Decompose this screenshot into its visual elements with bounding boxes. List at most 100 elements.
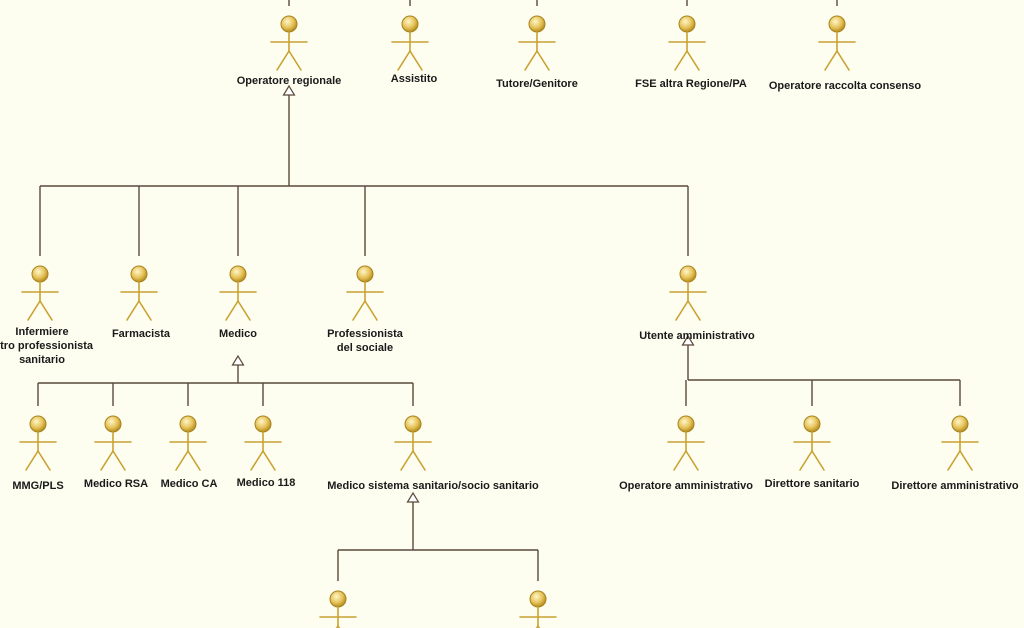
- actor-label: Operatore regionale: [237, 75, 342, 87]
- actor-label: Operatore raccolta consenso: [769, 80, 922, 92]
- actor-actor-bottom-left[interactable]: [319, 590, 357, 628]
- actor-leg-left: [397, 50, 411, 71]
- actor-operatore-amministrativo[interactable]: Operatore amministrativo: [619, 415, 753, 492]
- generalization-arrow-icon: [681, 334, 695, 346]
- actor-head: [229, 265, 247, 283]
- actor-assistito[interactable]: Assistito: [391, 15, 438, 85]
- actor-head: [401, 15, 419, 33]
- actor-label: Operatore amministrativo: [619, 480, 753, 492]
- actor-head: [404, 415, 422, 433]
- actor-label: Medico RSA: [84, 478, 148, 490]
- actor-leg-right: [811, 450, 825, 471]
- actor-leg-right: [39, 300, 53, 321]
- actor-medico-rsa[interactable]: Medico RSA: [84, 415, 148, 490]
- actor-direttore-sanitario[interactable]: Direttore sanitario: [765, 415, 860, 490]
- actor-medico-ca[interactable]: Medico CA: [161, 415, 218, 490]
- actor-leg-right: [536, 50, 550, 71]
- actor-label: sanitario: [19, 354, 65, 366]
- actor-icon: [518, 15, 556, 71]
- actor-leg-right: [409, 50, 423, 71]
- actor-icon: [394, 415, 432, 471]
- actor-head: [951, 415, 969, 433]
- actor-leg-right: [288, 50, 302, 71]
- actor-leg-right: [262, 450, 276, 471]
- actor-head: [529, 590, 547, 608]
- actor-leg-left: [674, 50, 688, 71]
- actor-fse-altra-regione[interactable]: FSE altra Regione/PA: [635, 15, 747, 90]
- actor-head: [803, 415, 821, 433]
- actor-leg-right: [364, 300, 378, 321]
- actor-tutore-genitore[interactable]: Tutore/Genitore: [496, 15, 578, 90]
- actor-leg-left: [27, 300, 41, 321]
- actor-label: Direttore sanitario: [765, 478, 860, 490]
- actor-mmg-pls[interactable]: MMG/PLS: [12, 415, 64, 492]
- actor-leg-left: [400, 450, 414, 471]
- actor-head: [130, 265, 148, 283]
- actor-head: [677, 415, 695, 433]
- actor-leg-right: [412, 450, 426, 471]
- actor-icon: [519, 590, 557, 628]
- actor-farmacista[interactable]: Farmacista: [112, 265, 171, 340]
- actor-infermiere[interactable]: Infermiere altro professionista sanitario: [0, 265, 94, 366]
- actor-icon: [244, 415, 282, 471]
- generalization-medico-sistema-sanitario: [337, 491, 539, 581]
- actor-icon: [219, 265, 257, 321]
- actor-medico-sistema-sanitario[interactable]: Medico sistema sanitario/socio sanitario: [327, 415, 539, 492]
- actor-leg-right: [836, 50, 850, 71]
- actor-leg-left: [824, 50, 838, 71]
- actor-leg-right: [687, 300, 701, 321]
- actor-leg-left: [673, 450, 687, 471]
- generalization-arrow-icon: [406, 491, 420, 503]
- actor-medico[interactable]: Medico: [219, 265, 257, 340]
- actor-leg-right: [685, 450, 699, 471]
- actor-leg-left: [352, 300, 366, 321]
- actor-leg-left: [276, 50, 290, 71]
- actor-head: [254, 415, 272, 433]
- actor-label: Medico: [219, 328, 257, 340]
- actor-label: Tutore/Genitore: [496, 78, 578, 90]
- actor-icon: [346, 265, 384, 321]
- actor-icon: [19, 415, 57, 471]
- actor-head: [31, 265, 49, 283]
- actor-icon: [391, 15, 429, 71]
- actor-icon: [120, 265, 158, 321]
- actor-label: Utente amministrativo: [639, 330, 755, 342]
- actor-head: [104, 415, 122, 433]
- actor-actor-bottom-right[interactable]: [519, 590, 557, 628]
- actor-head: [329, 590, 347, 608]
- actor-utente-amministrativo[interactable]: Utente amministrativo: [639, 265, 755, 342]
- actor-medico-118[interactable]: Medico 118: [237, 415, 296, 489]
- actor-icon: [94, 415, 132, 471]
- generalization-operatore-regionale: [39, 84, 689, 256]
- actor-icon: [21, 265, 59, 321]
- actor-leg-right: [187, 450, 201, 471]
- actor-leg-right: [237, 300, 251, 321]
- actor-label: altro professionista: [0, 340, 94, 352]
- actor-icon: [319, 590, 357, 628]
- actor-label: Farmacista: [112, 328, 171, 340]
- actor-icon: [793, 415, 831, 471]
- actor-leg-left: [225, 300, 239, 321]
- generalization-arrow-icon: [231, 354, 245, 366]
- actor-leg-left: [947, 450, 961, 471]
- actor-label: Medico CA: [161, 478, 218, 490]
- actor-operatore-raccolta-consenso[interactable]: Operatore raccolta consenso: [769, 15, 922, 92]
- actor-icon: [668, 15, 706, 71]
- actor-leg-right: [959, 450, 973, 471]
- actor-leg-left: [126, 300, 140, 321]
- actor-label: Infermiere: [15, 326, 68, 338]
- actor-leg-right: [37, 450, 51, 471]
- actor-label: Medico sistema sanitario/socio sanitario: [327, 480, 539, 492]
- actor-head: [678, 15, 696, 33]
- generalization-medico: [37, 354, 414, 406]
- actor-operatore-regionale[interactable]: Operatore regionale: [237, 15, 342, 87]
- actor-head: [828, 15, 846, 33]
- actor-direttore-amministrativo[interactable]: Direttore amministrativo: [891, 415, 1019, 492]
- actor-leg-right: [686, 50, 700, 71]
- actor-leg-left: [799, 450, 813, 471]
- actor-head: [679, 265, 697, 283]
- actor-icon: [270, 15, 308, 71]
- generalization-edges: [37, 0, 961, 581]
- actor-head: [179, 415, 197, 433]
